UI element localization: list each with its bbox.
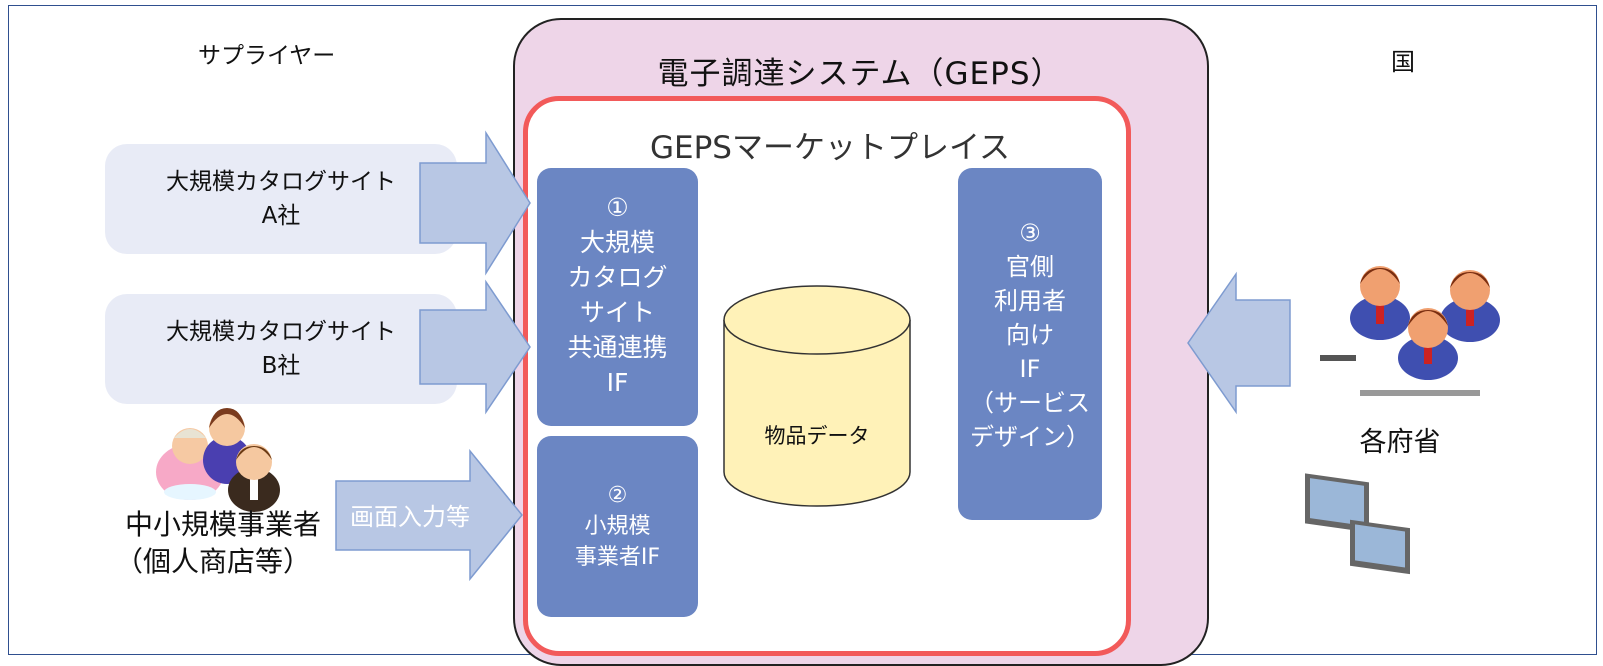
- arrow-site-b-icon: [419, 279, 531, 415]
- small-business-name: 中小規模事業者: [124, 508, 321, 541]
- if1-line: 大規模: [579, 228, 655, 257]
- if3-line: （サービス: [970, 389, 1090, 417]
- if3-box: ③ 官側 利用者 向け IF （サービス デザイン）: [958, 168, 1102, 520]
- supplier-site-a: 大規模カタログサイト A社: [105, 144, 457, 254]
- if3-line: IF: [1019, 355, 1041, 383]
- if3-line: 向け: [1006, 321, 1054, 349]
- if3-line: デザイン）: [970, 423, 1090, 451]
- if3-number: ③: [1019, 219, 1041, 247]
- database-cylinder-icon: [723, 285, 911, 507]
- arrow-government-icon: [1187, 271, 1291, 415]
- supplier-site-b: 大規模カタログサイト B社: [105, 294, 457, 404]
- if1-number: ①: [606, 193, 629, 222]
- if1-line: IF: [606, 368, 629, 397]
- marketplace-title: GEPSマーケットプレイス: [649, 130, 1011, 166]
- government-people-icon: [1305, 266, 1500, 575]
- government-label: 各府省: [1359, 427, 1441, 458]
- arrow-site-a-icon: [419, 130, 531, 276]
- supplier-site-a-name: 大規模カタログサイト: [166, 169, 396, 195]
- if2-number: ②: [607, 483, 628, 508]
- if1-line: カタログ: [567, 263, 668, 292]
- country-heading: 国: [1391, 48, 1415, 76]
- database-label: 物品データ: [764, 424, 870, 448]
- small-business-arrow-label: 画面入力等: [350, 503, 470, 531]
- if1-line: 共通連携: [567, 333, 668, 362]
- supplier-heading: サプライヤー: [198, 43, 336, 69]
- if1-box: ① 大規模 カタログ サイト 共通連携 IF: [537, 168, 698, 426]
- if2-box: ② 小規模 事業者IF: [537, 436, 698, 617]
- if3-line: 利用者: [994, 287, 1066, 315]
- if2-line: 小規模: [584, 514, 651, 539]
- supplier-site-b-name: 大規模カタログサイト: [166, 319, 396, 345]
- arrow-small-business-icon: [335, 448, 523, 582]
- supplier-site-a-company: A社: [261, 203, 301, 229]
- if3-line: 官側: [1006, 253, 1054, 281]
- if2-line: 事業者IF: [574, 545, 661, 570]
- if1-line: サイト: [579, 298, 655, 327]
- small-business-people-icon: [156, 408, 280, 512]
- geps-system-title: 電子調達システム（GEPS）: [657, 56, 1063, 92]
- supplier-site-b-company: B社: [261, 353, 301, 379]
- small-business-note: （個人商店等）: [114, 545, 311, 578]
